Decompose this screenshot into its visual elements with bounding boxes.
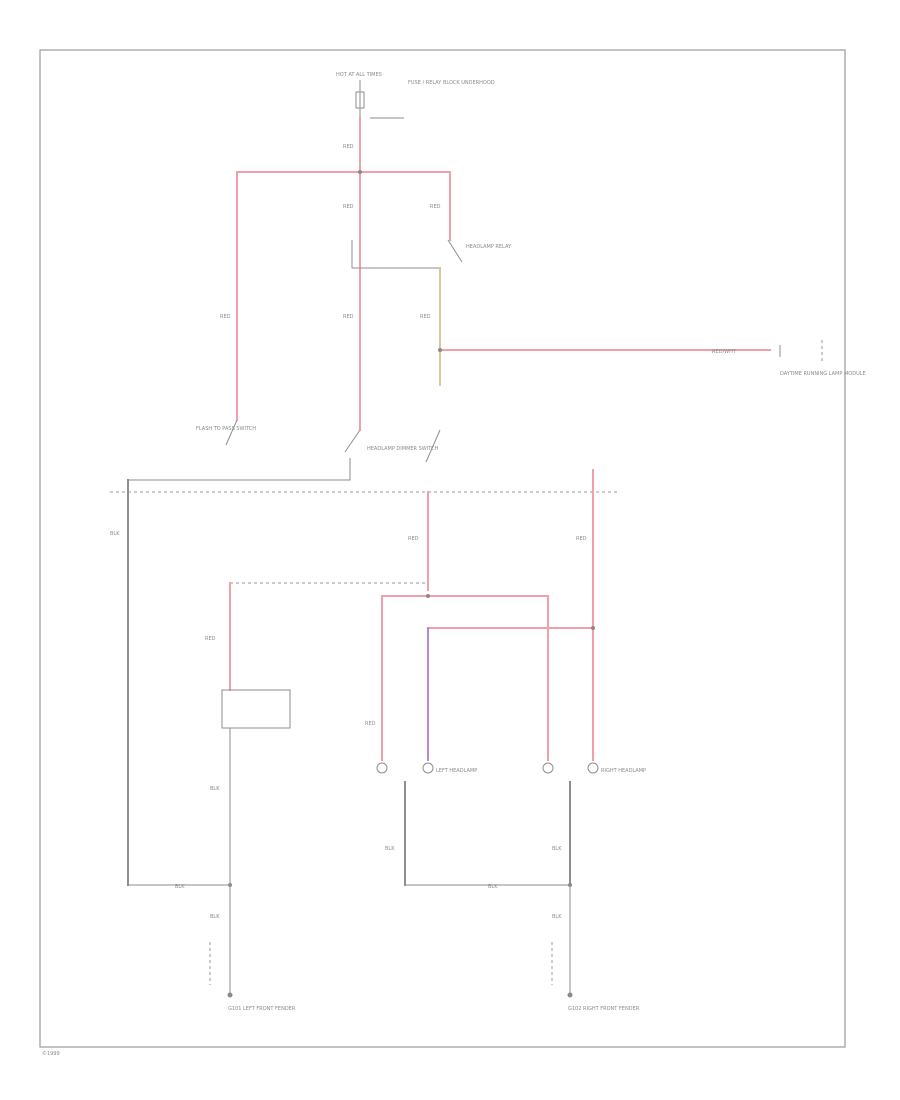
wire-label: BLK: [210, 914, 220, 920]
wire-label: RED: [343, 144, 354, 150]
wire-label: RED: [408, 536, 419, 542]
left-ground-label: G101 LEFT FRONT FENDER: [228, 1006, 296, 1012]
flash-to-pass-switch: FLASH TO PASS SWITCH: [196, 419, 256, 446]
wire-label: RED: [343, 204, 354, 210]
wire-label: RED: [220, 314, 231, 320]
headlamp-dimmer-switch: HEADLAMP DIMMER SWITCH: [344, 429, 441, 463]
splice-drl: [438, 348, 442, 352]
copyright-text: ©1999: [42, 1050, 60, 1057]
left-headlamp-label: LEFT HEADLAMP: [436, 768, 477, 774]
wire-label: RED/WHT: [712, 349, 737, 355]
wire-label: BLK: [552, 914, 562, 920]
right-ground-label: G102 RIGHT FRONT FENDER: [568, 1006, 640, 1012]
bulb-right-2: [587, 762, 599, 774]
wire-label: BLK: [385, 846, 395, 852]
svg-text:FLASH TO PASS SWITCH: FLASH TO PASS SWITCH: [196, 426, 256, 432]
wire-label: RED: [343, 314, 354, 320]
wire-label: RED: [205, 636, 216, 642]
wire-label: RED: [365, 721, 376, 727]
wire-label: BLK: [488, 884, 498, 890]
wire-label: BLK: [110, 531, 120, 537]
splice-right: [591, 626, 595, 630]
fuse-block-label: FUSE / RELAY BLOCK UNDERHOOD: [408, 80, 495, 86]
ground-point-left: [227, 992, 233, 998]
drl-module-label: DAYTIME RUNNING LAMP MODULE: [780, 371, 866, 377]
ground-return-top: [128, 458, 351, 481]
bulb-left-2: [422, 762, 434, 774]
module-box: [221, 689, 291, 729]
wire-label: BLK: [552, 846, 562, 852]
red-bus-horizontal: [236, 171, 451, 421]
fuse-symbol: [355, 91, 365, 109]
splice-top: [358, 170, 362, 174]
red-split-left-right: [381, 595, 549, 761]
hot-at-all-times-label: HOT AT ALL TIMES: [336, 72, 382, 78]
diagram-border: [39, 49, 846, 1048]
wire-label: BLK: [210, 786, 220, 792]
wire-label: RED: [420, 314, 431, 320]
bulb-left-1: [376, 762, 388, 774]
wire-label: RED: [430, 204, 441, 210]
splice-center: [426, 594, 430, 598]
wire-label: RED: [576, 536, 587, 542]
svg-text:HEADLAMP RELAY: HEADLAMP RELAY: [466, 244, 512, 250]
svg-text:HEADLAMP DIMMER SWITCH: HEADLAMP DIMMER SWITCH: [367, 446, 438, 452]
wire-label: BLK: [175, 884, 185, 890]
ground-point-right: [567, 992, 573, 998]
headlamp-relay: HEADLAMP RELAY: [351, 239, 512, 269]
right-headlamp-label: RIGHT HEADLAMP: [601, 768, 646, 774]
bulb-right-1: [542, 762, 554, 774]
